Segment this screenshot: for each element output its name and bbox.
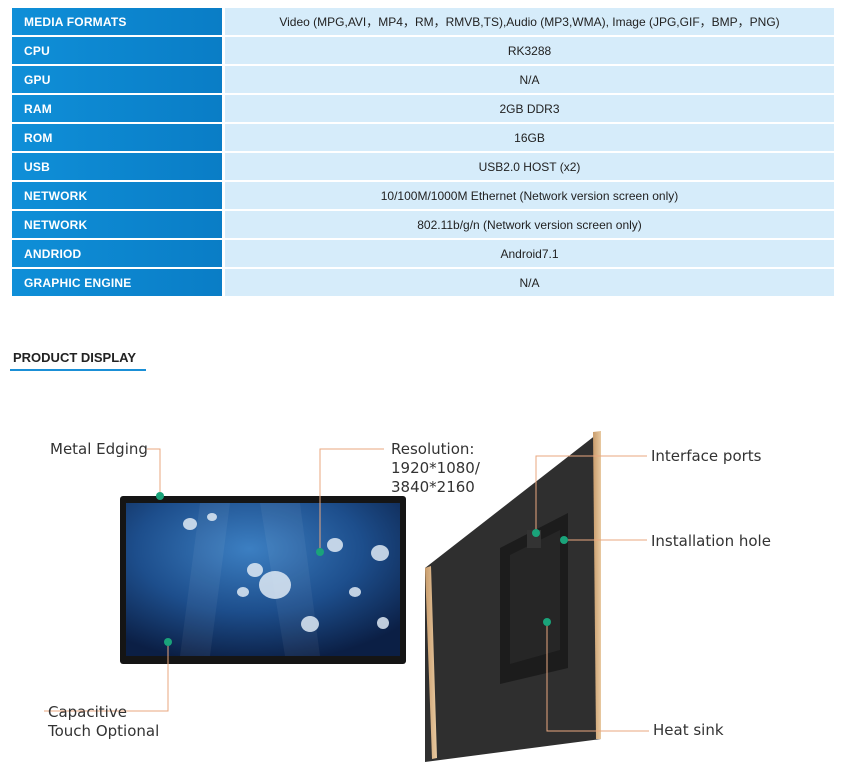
spec-value: RK3288 — [225, 37, 834, 64]
spec-value: Video (MPG,AVI，MP4，RM，RMVB,TS),Audio (MP… — [225, 8, 834, 35]
spec-row-graphic-engine: GRAPHIC ENGINE N/A — [12, 269, 834, 296]
spec-row-usb: USB USB2.0 HOST (x2) — [12, 153, 834, 180]
spec-row-network-wifi: NETWORK 802.11b/g/n (Network version scr… — [12, 211, 834, 238]
callout-resolution-line1: Resolution: — [391, 440, 475, 458]
spec-row-android: ANDRIOD Android7.1 — [12, 240, 834, 267]
spec-label: NETWORK — [12, 211, 222, 238]
callout-resolution-line2: 1920*1080/ — [391, 459, 480, 477]
spec-value: 16GB — [225, 124, 834, 151]
spec-row-gpu: GPU N/A — [12, 66, 834, 93]
spec-label: RAM — [12, 95, 222, 122]
spec-value: N/A — [225, 66, 834, 93]
spec-value: USB2.0 HOST (x2) — [225, 153, 834, 180]
callout-capacitive-line1: Capacitive — [48, 703, 127, 721]
section-underline — [10, 369, 146, 371]
spec-label: ANDRIOD — [12, 240, 222, 267]
spec-row-media-formats: MEDIA FORMATS Video (MPG,AVI，MP4，RM，RMVB… — [12, 8, 834, 35]
spec-label: ROM — [12, 124, 222, 151]
spec-label: NETWORK — [12, 182, 222, 209]
spec-value: 802.11b/g/n (Network version screen only… — [225, 211, 834, 238]
callout-capacitive-line2: Touch Optional — [48, 722, 160, 740]
spec-label: GPU — [12, 66, 222, 93]
spec-label: USB — [12, 153, 222, 180]
callout-interface-ports: Interface ports — [651, 447, 762, 465]
callout-installation-hole: Installation hole — [651, 532, 771, 550]
spec-row-rom: ROM 16GB — [12, 124, 834, 151]
spec-value: N/A — [225, 269, 834, 296]
spec-row-network-ethernet: NETWORK 10/100M/1000M Ethernet (Network … — [12, 182, 834, 209]
spec-label: GRAPHIC ENGINE — [12, 269, 222, 296]
spec-label: CPU — [12, 37, 222, 64]
spec-value: 2GB DDR3 — [225, 95, 834, 122]
spec-row-ram: RAM 2GB DDR3 — [12, 95, 834, 122]
callout-heat-sink: Heat sink — [653, 721, 724, 739]
metal-edge — [425, 566, 437, 759]
callout-resolution-line3: 3840*2160 — [391, 478, 475, 496]
spec-label: MEDIA FORMATS — [12, 8, 222, 35]
spec-value: 10/100M/1000M Ethernet (Network version … — [225, 182, 834, 209]
section-title: PRODUCT DISPLAY — [13, 350, 137, 365]
callout-dots — [156, 492, 568, 646]
spec-table: MEDIA FORMATS Video (MPG,AVI，MP4，RM，RMVB… — [12, 8, 834, 298]
callout-metal-edging: Metal Edging — [50, 440, 148, 458]
spec-row-cpu: CPU RK3288 — [12, 37, 834, 64]
callout-leader-lines — [44, 448, 649, 732]
jellyfish-icon — [183, 513, 389, 632]
spec-value: Android7.1 — [225, 240, 834, 267]
